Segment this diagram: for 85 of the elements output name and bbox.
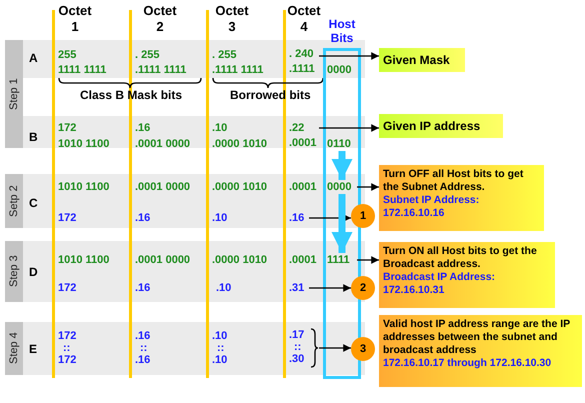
column-heading: Octet 1: [57, 3, 93, 35]
binary-value: .0001: [289, 253, 317, 267]
binary-value: .0001 0000: [135, 253, 190, 267]
binary-value: 1010 1100: [58, 137, 110, 151]
arrow: [319, 344, 351, 352]
decimal-value: 172: [58, 329, 76, 343]
address-text: Subnet IP Address: 172.16.10.16: [383, 194, 480, 220]
callout-text: Turn OFF all Host bits to get the Subnet Address.: [383, 168, 524, 194]
binary-value: .1111 1111: [135, 63, 186, 77]
host-bits-value: 0000: [327, 180, 357, 194]
decimal-value: .10: [212, 353, 228, 367]
range-value: .30: [289, 353, 304, 365]
arrow: [309, 284, 351, 292]
binary-value: 1111 1111: [58, 63, 106, 77]
step-label: Step 1: [5, 40, 23, 148]
thick-arrow: [332, 151, 352, 180]
binary-value: .0000 1010: [212, 253, 268, 267]
decimal-value: ::: [63, 341, 70, 355]
host-bits-value: 0110: [327, 137, 357, 151]
binary-value: .0000 1010: [212, 180, 268, 194]
callout-box: [379, 165, 544, 231]
column-heading: Octet 3: [214, 3, 250, 35]
row-letter: A: [29, 51, 38, 65]
row-letter: D: [29, 265, 38, 279]
arrow: [319, 124, 379, 132]
decimal-value: .10: [212, 211, 228, 225]
column-heading: Host Bits: [328, 17, 356, 45]
binary-value: .16: [135, 121, 150, 135]
range-value: ::: [294, 341, 302, 353]
row-letter: E: [29, 342, 38, 356]
decimal-value: .16: [135, 211, 150, 225]
binary-value: . 255: [135, 48, 160, 62]
step-label: Setp 2: [5, 174, 23, 228]
row-letter: C: [29, 196, 38, 210]
octet-value: . 240: [289, 48, 314, 60]
binary-value: .10: [212, 121, 228, 135]
number-badge: 3: [351, 337, 375, 361]
binary-value: .0001 0000: [135, 137, 190, 151]
thick-arrow: [332, 194, 352, 253]
host-bits-value: 0000: [327, 63, 357, 77]
row-letter: B: [29, 130, 38, 144]
decimal-value: .16: [135, 329, 150, 343]
decimal-value: ::: [217, 341, 224, 355]
binary-value: .0000 1010: [212, 137, 268, 151]
arrow: [357, 183, 379, 191]
decimal-value: .16: [135, 281, 150, 295]
arrow: [357, 256, 379, 264]
address-text: 172.16.10.17 through 172.16.10.30: [383, 357, 552, 370]
range-value: .17: [289, 329, 304, 341]
number-badge: 2: [351, 276, 375, 300]
binary-value: .0001 0000: [135, 180, 190, 194]
callout-box: Given Mask: [379, 48, 465, 72]
host-bits-value: 1111: [327, 253, 357, 267]
binary-value: 255: [58, 48, 76, 62]
step-label: Step 4: [5, 322, 23, 375]
callout-text: Turn ON all Host bits to get the Broadcast address.: [383, 245, 538, 271]
octet-value: .1111: [289, 63, 315, 75]
binary-value: 1010 1100: [58, 180, 110, 194]
decimal-value: 172: [58, 353, 76, 367]
decimal-value: .10: [212, 329, 228, 343]
address-text: Broadcast IP Address: 172.16.10.31: [383, 271, 496, 297]
arrow: [309, 214, 351, 222]
binary-value: 172: [58, 121, 76, 135]
callout-text: Valid host IP address range are the IP addresses between the subnet and broadcast address: [383, 318, 571, 357]
arrow: [319, 52, 379, 60]
decimal-value: 172: [58, 211, 76, 225]
binary-value: 1010 1100: [58, 253, 110, 267]
callout-box: [379, 315, 582, 387]
column-heading: Octet 4: [286, 3, 322, 35]
decimal-value: .16: [289, 211, 309, 225]
decimal-value: .31: [289, 281, 309, 295]
octet-value: .22: [289, 122, 304, 134]
decimal-value: .16: [135, 353, 150, 367]
number-badge: 1: [351, 204, 375, 228]
octet-value: .0001: [289, 137, 317, 149]
binary-value: .0001: [289, 180, 317, 194]
callout-box: [379, 242, 555, 308]
decimal-value: ::: [140, 341, 148, 355]
decimal-value: 172: [58, 281, 76, 295]
decimal-value: .10: [216, 281, 232, 295]
binary-value: . 255: [212, 48, 236, 62]
binary-value: .1111 1111: [212, 63, 264, 77]
column-heading: Octet 2: [142, 3, 178, 35]
step-label: Step 3: [5, 241, 23, 302]
callout-box: Given IP address: [379, 114, 503, 138]
